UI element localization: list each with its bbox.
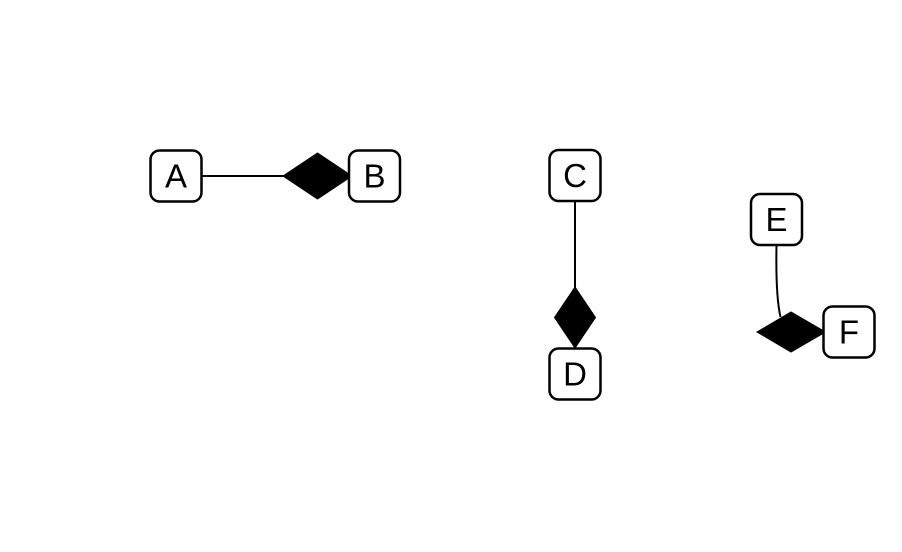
node-label-B: B	[363, 158, 385, 195]
composition-diamond-icon	[756, 311, 827, 353]
node-box-F	[822, 305, 876, 359]
node-C: C	[548, 148, 602, 203]
edge-E-F	[756, 244, 827, 353]
node-A: A	[149, 149, 203, 203]
node-box-E	[749, 192, 804, 247]
node-label-A: A	[165, 158, 187, 195]
node-label-F: F	[839, 314, 859, 351]
node-box-A	[149, 149, 203, 203]
composition-diamond-icon	[553, 286, 597, 349]
edge-A-B	[201, 152, 353, 200]
node-box-B	[347, 149, 402, 203]
composition-diamond-icon	[282, 152, 353, 200]
node-E: E	[749, 192, 804, 247]
node-box-C	[548, 148, 602, 203]
node-D: D	[548, 347, 602, 401]
node-label-D: D	[563, 356, 587, 393]
edge-C-D	[553, 201, 597, 349]
edge-line-E-F	[775, 244, 782, 318]
node-label-E: E	[765, 201, 787, 238]
node-box-D	[548, 347, 602, 401]
node-F: F	[822, 305, 876, 359]
node-B: B	[347, 149, 402, 203]
node-label-C: C	[563, 157, 587, 194]
